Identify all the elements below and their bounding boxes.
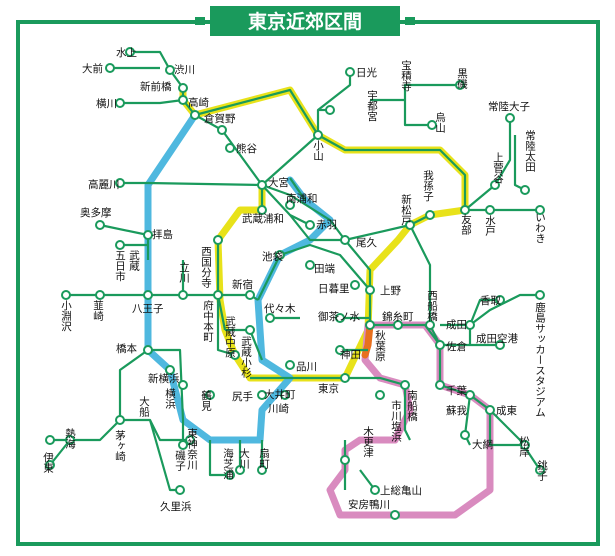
title-tab-left (195, 17, 205, 25)
label-kawasaki: 川崎 (268, 402, 289, 415)
label-higashikanagawa: 東神奈川 (186, 427, 198, 470)
label-tachikawa: 立川 (178, 261, 190, 283)
label-yokokawa: 横川 (96, 97, 117, 110)
orange-segment (361, 321, 374, 359)
label-kisarazu: 木更津 (362, 426, 374, 458)
label-umishibaura: 海芝浦 (222, 447, 234, 480)
label-kamisugaya: 上菅谷 (492, 152, 504, 184)
label-minamifunabashi: 南船橋 (406, 389, 418, 422)
station-markers (45, 47, 545, 520)
label-fuchuhommachi: 府中本町 (202, 299, 214, 342)
label-takasaki: 高崎 (188, 96, 209, 109)
label-hashimoto: 橋本 (116, 342, 137, 355)
label-musashi: 武蔵 (128, 249, 140, 272)
station-labels: 水上 渋川 大前 新前橋 横川 高崎 倉賀野 熊谷 日光 宇都宮 宝積寺 烏山 … (42, 47, 548, 513)
label-choshi: 銚子 (536, 459, 548, 481)
label-kinshicho: 錦糸町 (382, 310, 414, 323)
label-kuroiso: 黒磯 (456, 68, 468, 90)
label-matsugishi: 松岸 (518, 435, 530, 458)
label-kazusaichinomiya: 上総亀山 (380, 484, 422, 497)
label-komagawa: 高麗川 (88, 178, 120, 191)
label-oyama: 小山 (312, 140, 324, 161)
label-haijima: 拝島 (152, 228, 173, 241)
label-katori: 香取 (480, 295, 501, 307)
label-itsukaichi: 五日市 (114, 250, 126, 282)
label-naritaairport: 成田空港 (476, 332, 518, 345)
label-karasuyama: 烏山 (434, 111, 446, 133)
label-oku: 尾久 (356, 237, 377, 249)
label-akihabara: 秋葉原 (374, 329, 386, 361)
label-ogawa: 大川 (238, 447, 250, 469)
label-ochanomizu: 御茶ノ水 (318, 310, 360, 323)
label-utsunomiya: 宇都宮 (366, 89, 378, 122)
label-tsurumi: 鶴見 (200, 389, 212, 412)
label-sakura: 佐倉 (446, 340, 467, 353)
label-kashima: 鹿島サッカースタジアム (534, 301, 546, 417)
label-ichikawashiohama: 市川塩浜 (390, 399, 402, 443)
label-ofuna: 大船 (138, 395, 150, 418)
label-shibukawa: 渋川 (174, 63, 195, 76)
label-kumagaya: 熊谷 (236, 142, 257, 155)
label-tabata: 田端 (314, 262, 335, 275)
title-tab-right (405, 17, 415, 25)
label-tomobe: 友部 (460, 213, 472, 236)
label-shinmatsudo: 新松戸 (400, 193, 412, 226)
label-ikebukuro: 池袋 (262, 250, 283, 263)
label-mito: 水戸 (484, 215, 496, 237)
label-nirasaki: 韮崎 (92, 300, 104, 321)
label-kurihama: 久里浜 (160, 501, 192, 513)
label-akabane: 赤羽 (316, 219, 337, 231)
label-okutama: 奥多摩 (80, 206, 112, 219)
label-musashikosugi: 武蔵小杉 (240, 335, 252, 379)
label-yoyogi: 代々木 (264, 303, 296, 315)
label-shinyokohama: 新横浜 (148, 372, 180, 385)
label-nikko: 日光 (356, 66, 377, 79)
label-musashinakahara: 武蔵中原 (224, 315, 236, 358)
map-title: 東京近郊区間 (248, 10, 362, 33)
label-kuragano: 倉賀野 (204, 112, 236, 125)
title-banner (210, 6, 400, 36)
label-chiba: 千葉 (446, 384, 467, 397)
label-shinjuku: 新宿 (232, 278, 253, 291)
label-oimachi: 大井町 (264, 388, 296, 401)
label-yokohama: 横浜 (164, 387, 176, 410)
label-hitachiota: 常陸太田 (524, 129, 536, 172)
label-nishifunabashi: 西船橋 (426, 290, 438, 322)
label-nishikokubunji: 西国分寺 (200, 246, 212, 288)
label-hitachidaigo: 常陸大子 (488, 100, 530, 113)
label-odawarasawa: 小淵沢 (60, 300, 72, 332)
label-atami: 熱海 (64, 427, 76, 450)
label-minamiurawa: 南浦和 (286, 192, 318, 205)
label-narutoh: 成東 (496, 404, 517, 417)
label-isogo: 磯子 (174, 449, 186, 471)
label-narita: 成田 (446, 319, 467, 331)
label-omiya: 大宮 (268, 176, 289, 189)
label-iwaki: いわき (534, 212, 546, 244)
label-abiko: 我孫子 (422, 170, 434, 202)
label-ito: 伊東 (42, 452, 54, 474)
label-shiriteh: 尻手 (232, 390, 253, 403)
label-kanda: 神田 (340, 348, 361, 361)
label-ueno: 上野 (380, 285, 401, 297)
label-hoshakuji: 宝積寺 (400, 59, 412, 91)
label-musashiurawa-1: 武蔵浦和 (242, 212, 284, 225)
label-tokyo: 東京 (318, 382, 339, 395)
label-shinmaebashi: 新前橋 (140, 80, 172, 93)
label-awakamogawa: 安房鴨川 (348, 498, 390, 511)
label-omae: 大前 (82, 62, 103, 75)
label-nippori: 日暮里 (318, 282, 350, 295)
label-ogimachi: 扇町 (258, 447, 270, 469)
label-shinagawa: 品川 (296, 361, 317, 373)
label-mizukami: 水上 (116, 47, 137, 59)
label-soga: 蘇我 (446, 404, 467, 417)
blue-route (144, 111, 334, 444)
label-oami: 大網 (472, 438, 493, 451)
label-hachioji: 八王子 (132, 303, 164, 315)
label-chigasaki: 茅ヶ崎 (114, 430, 126, 462)
